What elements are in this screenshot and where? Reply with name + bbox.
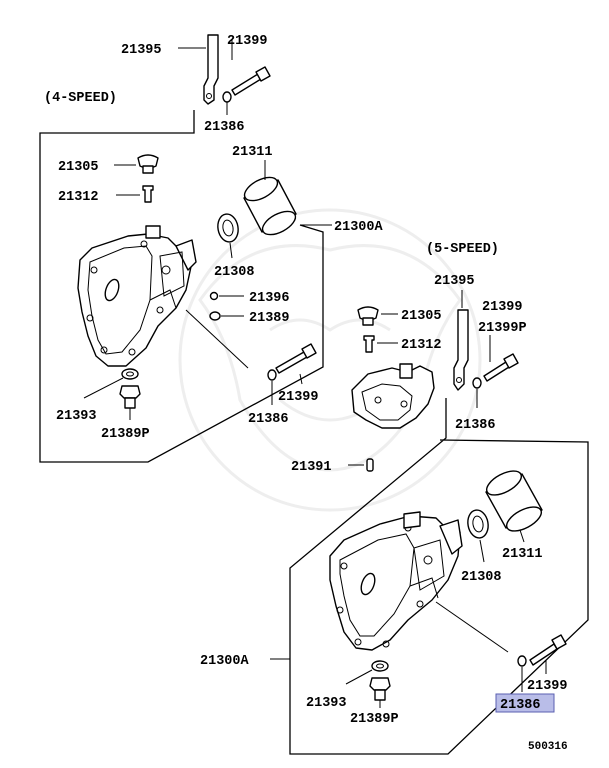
label-21300A-5speed: 21300A xyxy=(200,654,250,669)
part-21391-pin-5speed xyxy=(366,458,374,472)
part-21386-washer-4speed-top xyxy=(222,91,232,103)
part-21389P-plug-4speed xyxy=(119,385,141,409)
part-21395-bracket-5speed xyxy=(453,309,469,391)
part-21386-washer-4speed-mid xyxy=(267,369,277,381)
label-21300A-4speed: 21300A xyxy=(334,220,384,235)
part-21393-washer-5speed xyxy=(371,660,389,672)
part-21312-pin-4speed xyxy=(142,185,154,203)
part-21311-sleeve-5speed xyxy=(485,470,543,532)
label-21393-4speed: 21393 xyxy=(56,409,97,424)
part-21300A-housing-4speed xyxy=(77,225,197,367)
section-label-5-speed: (5-SPEED) xyxy=(426,242,499,257)
part-21399-bolt-4speed-mid xyxy=(275,343,317,374)
part-top-cover-5speed xyxy=(351,363,435,429)
label-21399-4speed-top: 21399 xyxy=(227,34,268,49)
label-21311-5speed: 21311 xyxy=(502,547,543,562)
part-21399-bolt-5speed-bottom xyxy=(529,634,567,666)
label-21399-4speed-mid: 21399 xyxy=(278,390,319,405)
label-21389-4speed: 21389 xyxy=(249,311,290,326)
label-21308-5speed: 21308 xyxy=(461,570,502,585)
part-21389P-plug-5speed xyxy=(369,677,391,701)
label-21389P-4speed: 21389P xyxy=(101,427,150,442)
label-21391: 21391 xyxy=(291,460,332,475)
part-21399-bolt-5speed xyxy=(483,353,519,382)
part-21308-seal-4speed xyxy=(217,213,239,243)
part-21300A-housing-5speed xyxy=(329,511,463,651)
label-21308-4speed: 21308 xyxy=(214,265,255,280)
label-21312-5speed: 21312 xyxy=(401,338,442,353)
part-21396-ball-4speed xyxy=(209,291,219,301)
label-21305-5speed: 21305 xyxy=(401,309,442,324)
label-21389P-5speed: 21389P xyxy=(350,712,399,727)
label-21399P-5speed: 21399P xyxy=(478,321,527,336)
part-21393-washer-4speed xyxy=(121,368,139,380)
frame-5-speed xyxy=(289,398,589,755)
part-21399-bolt-4speed-top xyxy=(231,66,271,96)
highlight-box-21386[interactable] xyxy=(495,693,555,713)
frame-4-speed xyxy=(39,110,324,463)
label-21311-4speed: 21311 xyxy=(232,145,273,160)
part-21312-pin-5speed xyxy=(363,335,375,353)
label-21386-5speed: 21386 xyxy=(455,418,496,433)
label-21399-5speed-bottom: 21399 xyxy=(527,679,568,694)
part-21386-washer-5speed-bottom xyxy=(517,655,527,667)
label-21395-5speed: 21395 xyxy=(434,274,475,289)
section-label-4-speed: (4-SPEED) xyxy=(44,91,117,106)
part-21389-ring-4speed xyxy=(209,311,221,321)
label-21396-4speed: 21396 xyxy=(249,291,290,306)
label-21305-4speed: 21305 xyxy=(58,160,99,175)
part-21386-washer-5speed xyxy=(472,377,482,389)
label-21386-highlighted[interactable]: 21386 xyxy=(500,698,541,713)
label-21399-5speed: 21399 xyxy=(482,300,523,315)
label-21395-4speed: 21395 xyxy=(121,43,162,58)
label-21393-5speed: 21393 xyxy=(306,696,347,711)
diagram-code: 500316 xyxy=(528,741,568,753)
label-21312-4speed: 21312 xyxy=(58,190,99,205)
part-21305-plug-4speed xyxy=(137,154,159,174)
part-21305-plug-5speed xyxy=(357,306,379,326)
part-21308-seal-5speed xyxy=(467,509,489,539)
label-21386-4speed-mid: 21386 xyxy=(248,412,289,427)
part-21311-sleeve-4speed xyxy=(243,176,297,236)
label-21386-4speed-top: 21386 xyxy=(204,120,245,135)
part-21395-bracket-4speed xyxy=(203,34,219,105)
